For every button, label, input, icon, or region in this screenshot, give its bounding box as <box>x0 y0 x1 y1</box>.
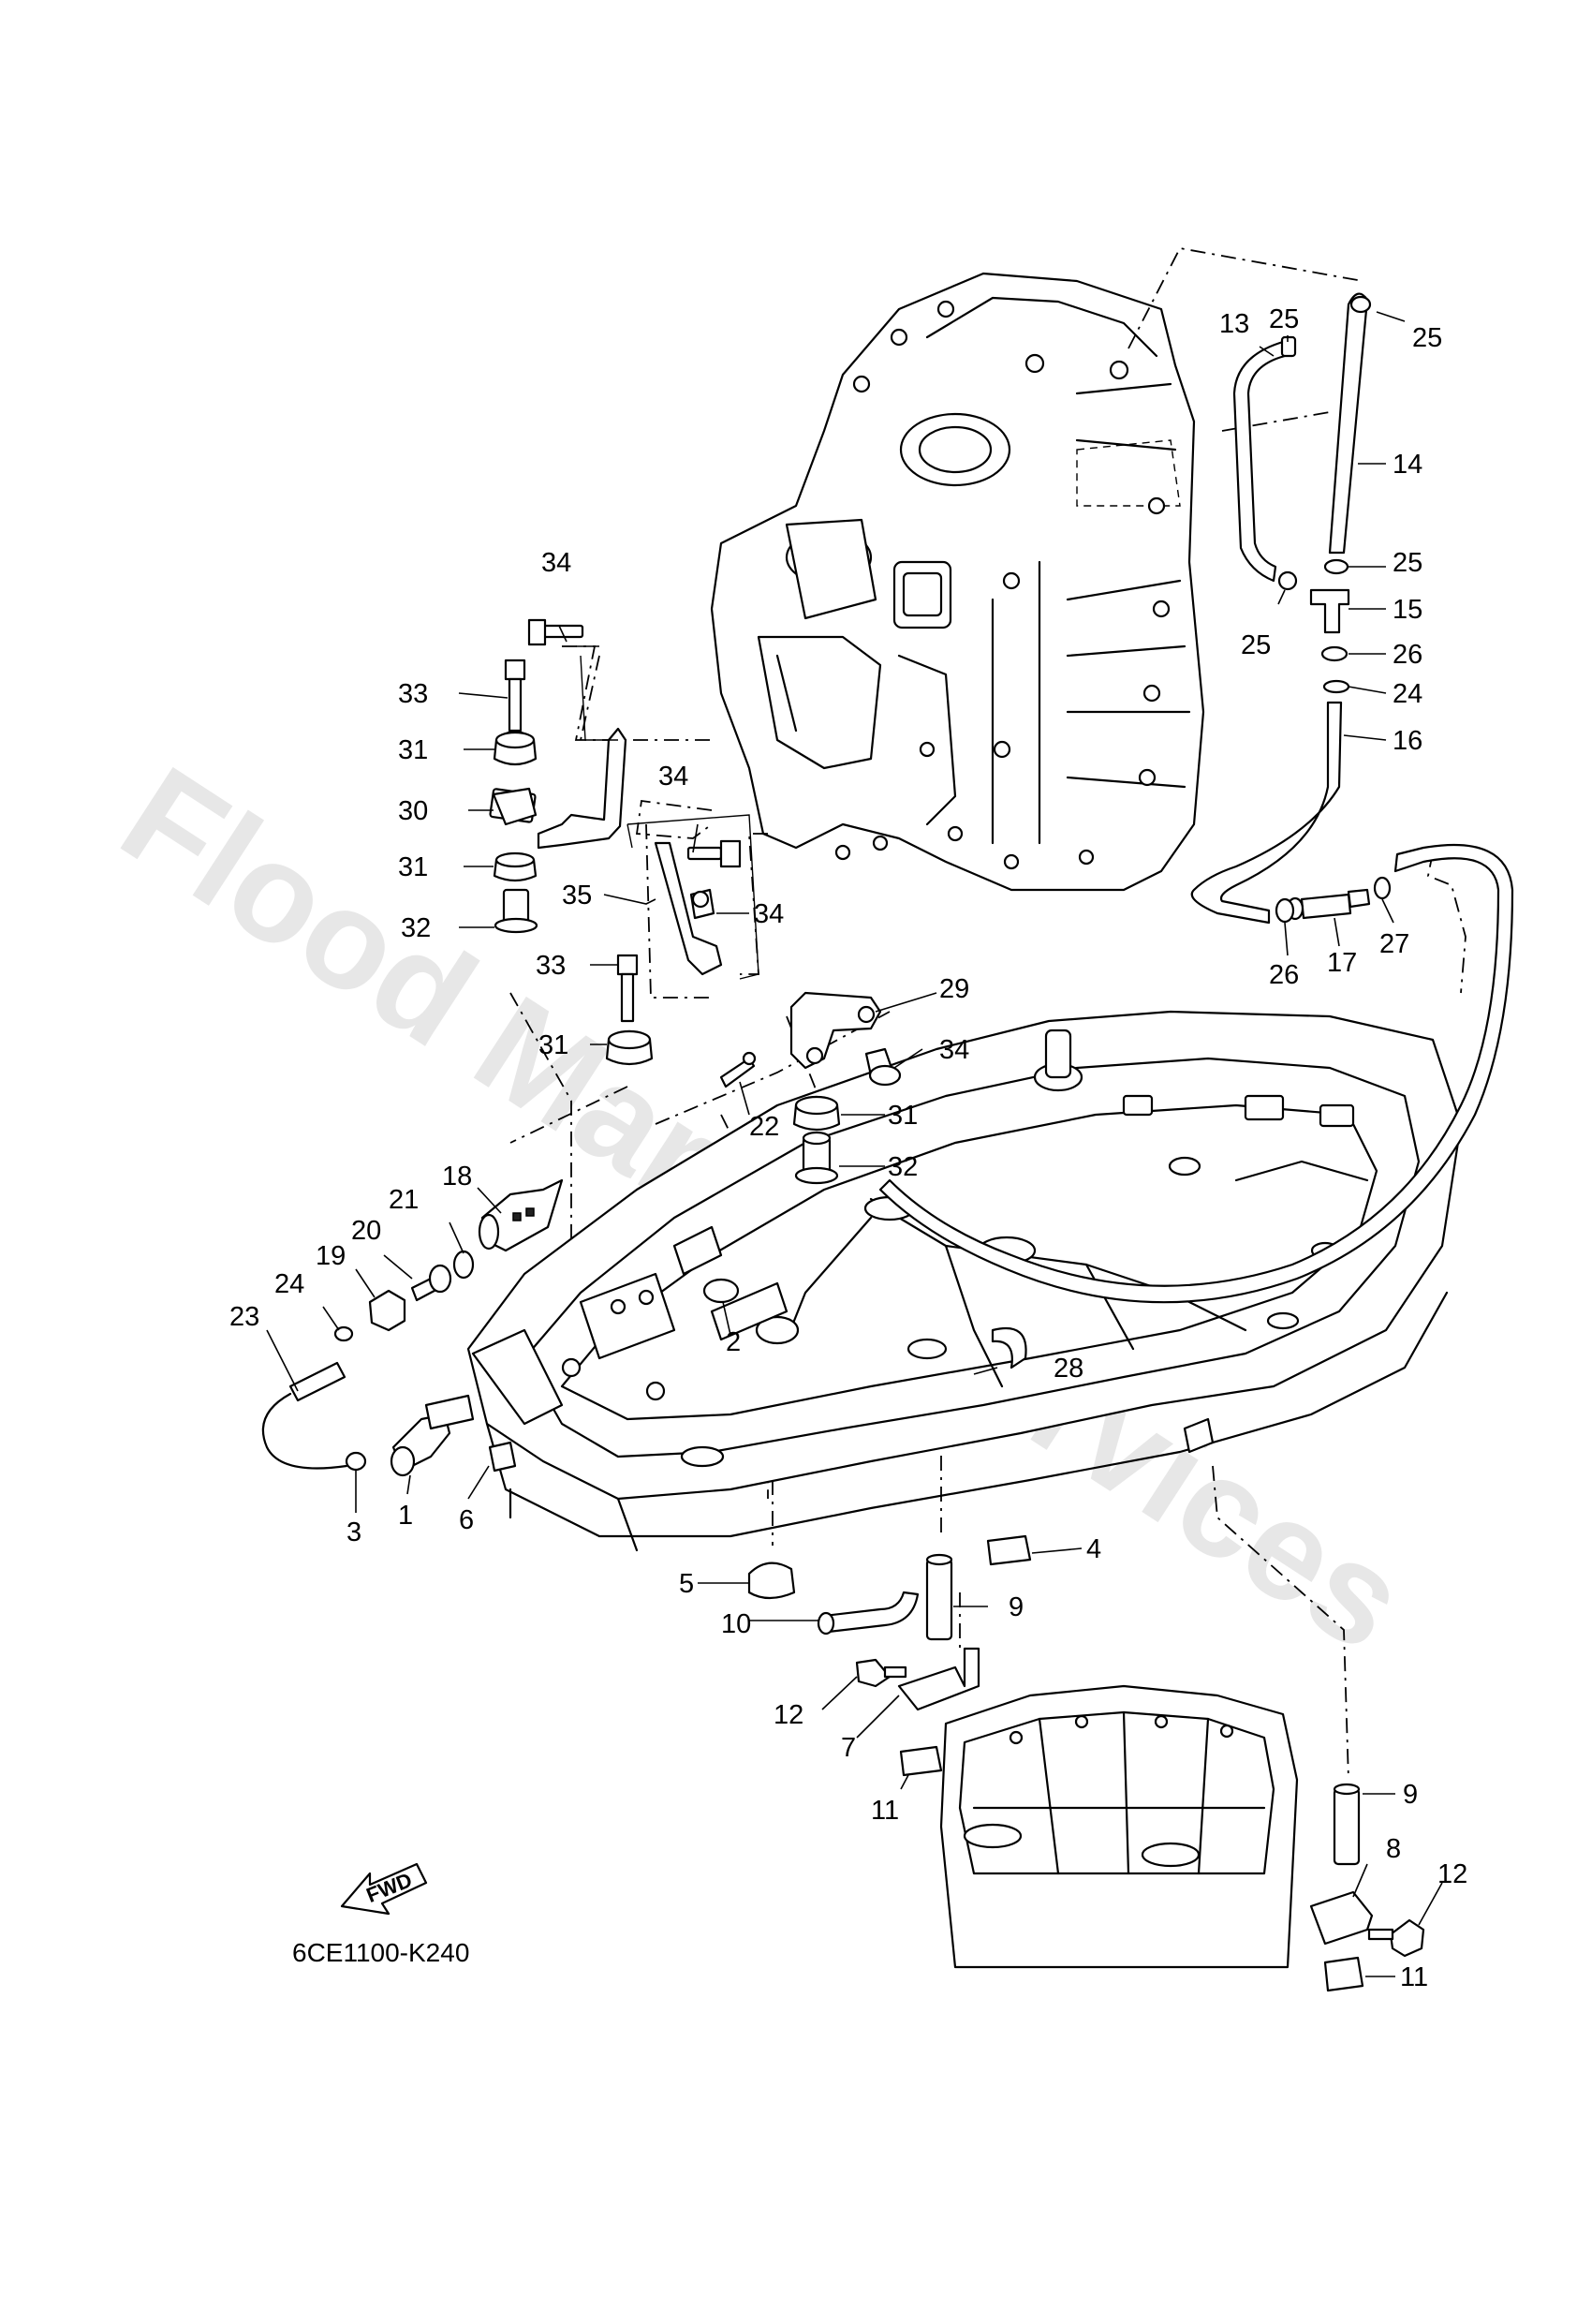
callout-34-b: 34 <box>658 762 688 792</box>
callout-labels: 1 2 3 4 5 6 7 8 9 9 10 11 11 12 12 13 14… <box>229 304 1467 1992</box>
callout-31-d: 31 <box>888 1101 918 1131</box>
bottom-cowling <box>466 1010 1463 1552</box>
hose-13 <box>1232 340 1287 583</box>
callout-8: 8 <box>1386 1834 1401 1864</box>
callout-25-mid: 25 <box>1393 548 1422 578</box>
callout-17: 17 <box>1327 948 1357 978</box>
callout-25-topright: 25 <box>1412 323 1442 353</box>
joint-17 <box>1300 893 1352 920</box>
callout-31-b: 31 <box>398 852 428 882</box>
callout-10: 10 <box>721 1609 751 1639</box>
callout-32-b: 32 <box>888 1152 918 1182</box>
callout-16: 16 <box>1393 726 1422 756</box>
joint-15 <box>1309 588 1350 634</box>
callout-28: 28 <box>1054 1354 1083 1384</box>
callout-19: 19 <box>316 1241 346 1271</box>
callout-2: 2 <box>726 1327 741 1357</box>
callout-23: 23 <box>229 1302 259 1332</box>
diagram-code: 6CE1100-K240 <box>292 1938 469 1967</box>
forward-direction-arrow: FWD <box>340 1862 428 1916</box>
lower-small-parts <box>488 1441 1425 1992</box>
clip-27 <box>1373 876 1392 900</box>
callout-4: 4 <box>1086 1534 1101 1564</box>
callout-6: 6 <box>459 1505 474 1535</box>
callout-12-right: 12 <box>1437 1859 1467 1889</box>
clip-24 <box>1322 679 1350 694</box>
sensor-assembly <box>261 1178 740 1477</box>
clip-25-group <box>1277 295 1372 591</box>
callout-18: 18 <box>442 1162 472 1192</box>
callout-11-right: 11 <box>1400 1962 1428 1992</box>
callout-22: 22 <box>749 1112 779 1142</box>
callout-12-left: 12 <box>774 1700 803 1730</box>
clip-28 <box>991 1326 1027 1369</box>
engine-block <box>710 272 1205 892</box>
hose-16 <box>1190 701 1343 925</box>
leader-lines <box>266 311 1443 1977</box>
callout-31-c: 31 <box>538 1030 568 1060</box>
callout-9-upper: 9 <box>1009 1592 1024 1622</box>
callout-24-right: 24 <box>1393 679 1422 709</box>
callout-30: 30 <box>398 796 428 826</box>
callout-1: 1 <box>398 1501 413 1531</box>
bracket-30-assembly <box>489 618 627 934</box>
callout-27: 27 <box>1379 929 1409 959</box>
callout-26-right: 26 <box>1393 640 1422 670</box>
callout-29: 29 <box>939 974 969 1004</box>
callout-9-lower: 9 <box>1403 1780 1418 1810</box>
lower-bracket <box>939 1684 1299 1969</box>
callout-34-c: 34 <box>754 899 784 929</box>
callout-25-left: 25 <box>1241 630 1271 660</box>
callout-13: 13 <box>1219 309 1249 339</box>
clip-26b <box>1275 897 1295 924</box>
callout-34-d: 34 <box>939 1035 969 1065</box>
callout-14: 14 <box>1393 450 1422 480</box>
callout-7: 7 <box>841 1733 856 1763</box>
callout-26-lower: 26 <box>1269 960 1299 990</box>
callout-33-b: 33 <box>536 951 566 981</box>
callout-20: 20 <box>351 1216 381 1246</box>
bracket-35-assembly <box>626 814 759 980</box>
callout-15: 15 <box>1393 595 1422 625</box>
callout-31-a: 31 <box>398 735 428 765</box>
callout-24-left: 24 <box>274 1269 304 1299</box>
callout-32-a: 32 <box>401 913 431 943</box>
callout-25-top: 25 <box>1269 304 1299 334</box>
callout-35: 35 <box>562 881 592 910</box>
clip-26 <box>1320 645 1349 662</box>
callout-33-a: 33 <box>398 679 428 709</box>
hose-14 <box>1328 292 1369 555</box>
bracket-29-assembly <box>719 991 902 1185</box>
callout-3: 3 <box>346 1517 361 1547</box>
callout-21: 21 <box>389 1185 419 1215</box>
callout-34-top: 34 <box>541 548 571 578</box>
callout-11-left: 11 <box>871 1796 899 1826</box>
callout-5: 5 <box>679 1569 694 1599</box>
grommet-stack-center <box>605 954 654 1066</box>
